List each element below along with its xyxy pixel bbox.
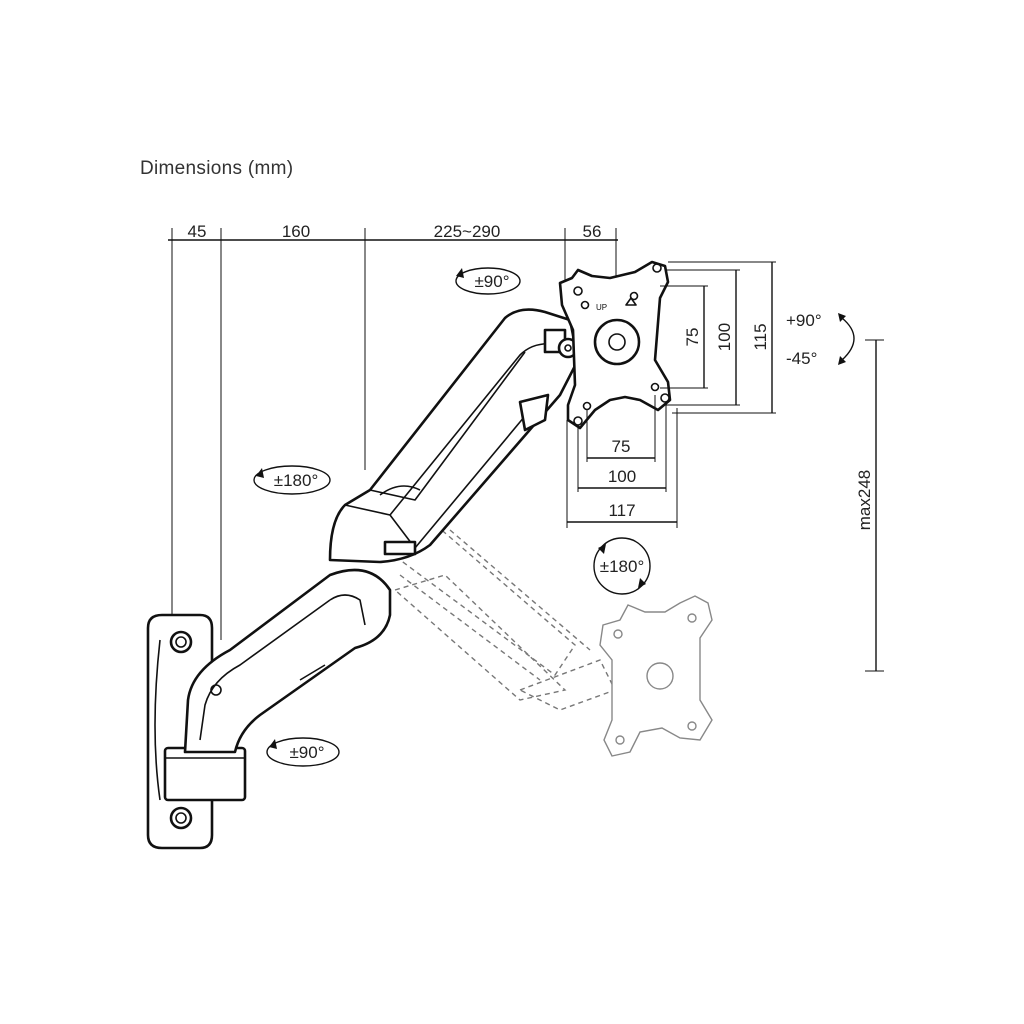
page-title: Dimensions (mm) bbox=[140, 158, 294, 179]
first-arm bbox=[183, 568, 392, 754]
rotation-elbow-swivel: ±180° bbox=[253, 465, 331, 495]
second-arm bbox=[328, 308, 580, 564]
max-height-dim: max248 bbox=[855, 339, 884, 672]
rotation-base-swivel: ±90° bbox=[266, 737, 340, 767]
rotation-elbow-label: ±180° bbox=[274, 471, 319, 490]
tilt-up-label: +90° bbox=[786, 311, 822, 330]
dim-vesa-75-horizontal: 75 bbox=[612, 437, 631, 456]
vesa-horizontal-dims: 75 100 117 bbox=[566, 395, 678, 528]
dim-wall-plate: 45 bbox=[188, 222, 207, 241]
dim-plate-117: 117 bbox=[608, 501, 635, 520]
dim-plate-115: 115 bbox=[751, 323, 770, 350]
tilt-down-label: -45° bbox=[786, 349, 817, 368]
rotation-head-swivel: ±90° bbox=[455, 267, 521, 295]
vesa-plate: UP bbox=[558, 260, 672, 430]
dim-first-arm: 160 bbox=[282, 222, 310, 241]
wall-plate bbox=[146, 613, 247, 850]
up-label: UP bbox=[596, 303, 607, 312]
dim-head-offset: 56 bbox=[583, 222, 602, 241]
dim-vesa-100-vertical: 100 bbox=[715, 323, 734, 351]
dim-vesa-75-vertical: 75 bbox=[683, 328, 702, 347]
tilt-indicator: +90° -45° bbox=[786, 311, 855, 368]
dim-vesa-100-horizontal: 100 bbox=[608, 467, 636, 486]
rotation-head-label: ±90° bbox=[474, 272, 509, 291]
dim-second-arm: 225~290 bbox=[434, 222, 501, 241]
rotation-screen: ±180° bbox=[593, 537, 651, 595]
rotation-screen-label: ±180° bbox=[600, 557, 645, 576]
dim-max-height: max248 bbox=[855, 470, 874, 530]
ghost-arm-lowered bbox=[378, 519, 713, 757]
vesa-vertical-dims: 75 100 115 bbox=[660, 261, 776, 414]
top-dimension-chain: 45 160 225~290 56 bbox=[168, 222, 618, 640]
rotation-base-label: ±90° bbox=[289, 743, 324, 762]
